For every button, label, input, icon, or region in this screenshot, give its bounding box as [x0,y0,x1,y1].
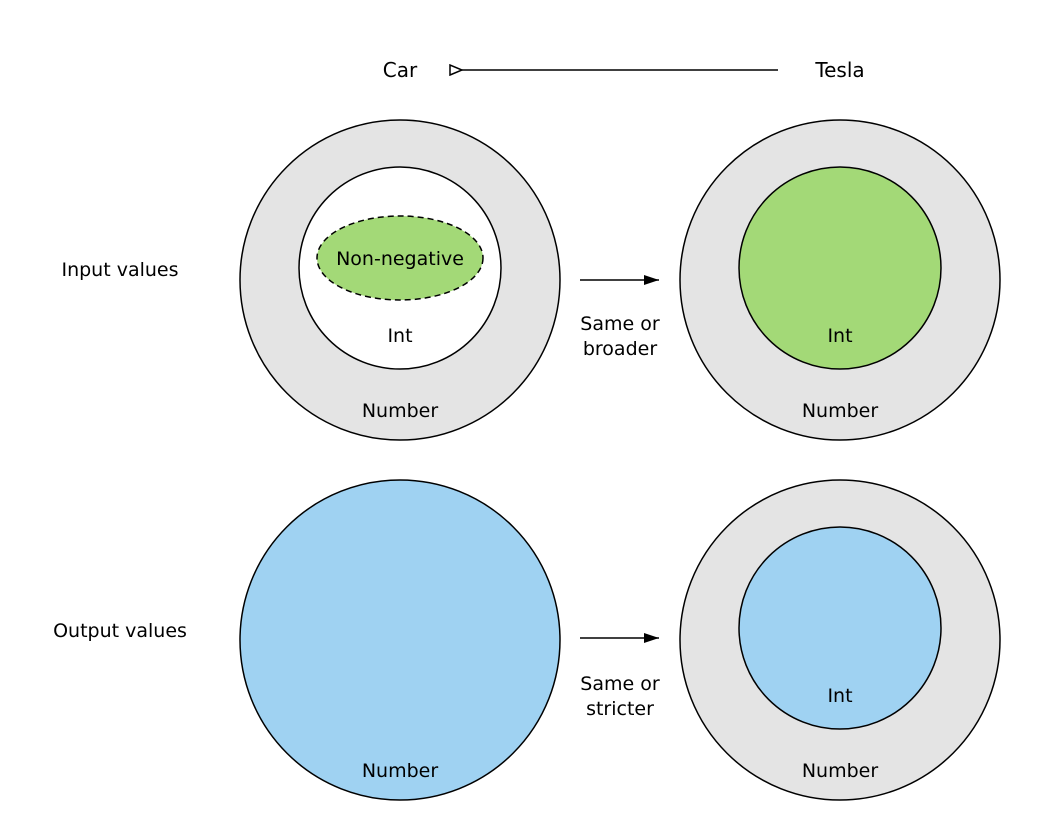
car-input-non-negative-set [316,215,484,301]
tesla-input-number-label: Number [802,400,879,422]
car-input-non-negative-label: Non-negative [336,248,464,270]
car-input-sets: Non-negative Int Number [239,119,561,441]
car-output-sets: Number [239,479,561,801]
car-label: Car [383,58,418,82]
tesla-output-int-set [738,526,942,730]
input-relation-line2: broader [583,338,657,360]
tesla-label: Tesla [814,58,864,82]
tesla-output-int-label: Int [827,685,852,707]
tesla-input-sets: Int Number [679,119,1001,441]
car-input-number-label: Number [362,400,439,422]
output-relation-line2: stricter [586,698,654,720]
tesla-output-sets: Int Number [679,479,1001,801]
car-output-number-label: Number [362,760,439,782]
input-values-label: Input values [61,259,178,281]
tesla-input-int-label: Int [827,325,852,347]
tesla-output-number-label: Number [802,760,879,782]
output-relation-line1: Same or [580,673,660,695]
output-values-label: Output values [53,620,187,642]
car-output-number-set [239,479,561,801]
input-relation-line1: Same or [580,313,660,335]
tesla-input-int-set [738,166,942,370]
car-input-int-label: Int [387,325,412,347]
